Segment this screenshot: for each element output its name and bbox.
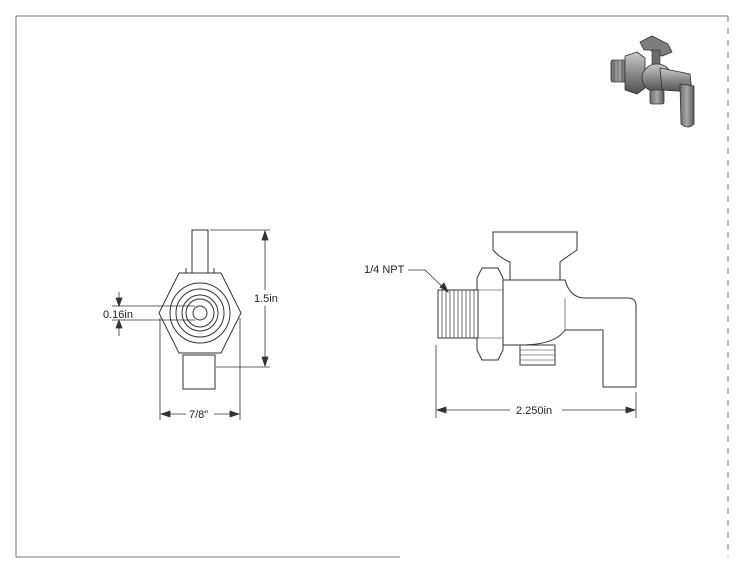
height-dimension-label: 1.5in bbox=[254, 293, 278, 305]
inner-diameter-label: 0.16in bbox=[103, 309, 133, 321]
side-view bbox=[437, 231, 637, 388]
ball-valve-isometric-icon bbox=[610, 35, 695, 128]
hex-nut bbox=[158, 272, 242, 354]
sheet-border bbox=[15, 15, 729, 558]
bore-circle bbox=[192, 305, 208, 321]
front-view bbox=[158, 229, 242, 390]
thread-lines bbox=[441, 290, 475, 338]
side-dimensions bbox=[408, 269, 637, 418]
side-hex-nut bbox=[476, 267, 504, 361]
valve-body bbox=[499, 279, 637, 388]
width-dimension-label: 7/8" bbox=[189, 409, 208, 421]
front-dimensions bbox=[112, 229, 270, 420]
top-stem bbox=[191, 229, 209, 275]
length-dimension-label: 2.250in bbox=[516, 405, 552, 417]
handle bbox=[492, 231, 578, 283]
bottom-stem bbox=[182, 354, 216, 390]
thread-label: 1/4 NPT bbox=[364, 264, 405, 276]
